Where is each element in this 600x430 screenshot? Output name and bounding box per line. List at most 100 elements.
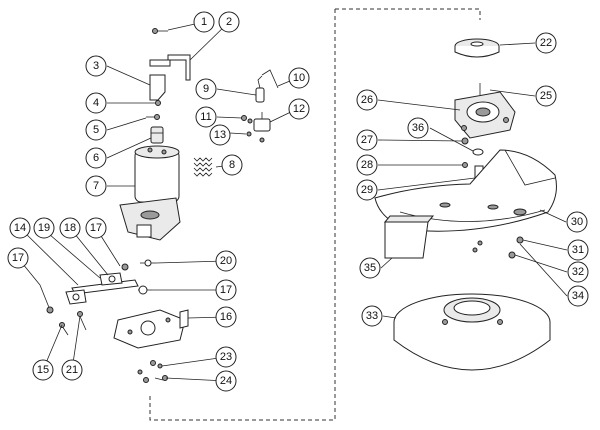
- callout-22: 22: [535, 32, 557, 54]
- callout-32-label: 32: [572, 266, 584, 278]
- callout-8: 8: [221, 154, 243, 176]
- callout-28-label: 28: [361, 159, 373, 171]
- part-nuts-23: [137, 360, 163, 375]
- callout-6: 6: [85, 147, 107, 169]
- callout-36: 36: [407, 117, 429, 139]
- part-washer-36: [472, 148, 484, 156]
- callout-13-label: 13: [214, 129, 226, 141]
- callout-17a: 17: [7, 247, 29, 269]
- callout-35: 35: [359, 257, 381, 279]
- callout-21-label: 21: [66, 364, 78, 376]
- callout-9: 9: [195, 78, 217, 100]
- callout-1: 1: [193, 11, 215, 33]
- part-impeller-26: [454, 91, 516, 139]
- callout-17a-label: 17: [12, 252, 24, 264]
- callout-26: 26: [356, 89, 378, 111]
- callout-19-label: 19: [38, 222, 50, 234]
- part-deflector-30: [374, 149, 557, 232]
- part-coupler-6: [150, 126, 164, 144]
- callout-27: 27: [356, 129, 378, 151]
- callout-15-label: 15: [37, 364, 49, 376]
- callout-22-label: 22: [540, 37, 552, 49]
- part-wire-10: [261, 69, 279, 89]
- callout-11-label: 11: [200, 111, 211, 123]
- part-screw-13: [246, 131, 265, 143]
- callout-34: 34: [567, 285, 589, 307]
- part-panel-35: [383, 215, 435, 259]
- part-nut-28: [462, 162, 468, 168]
- callout-17c-label: 17: [220, 284, 232, 296]
- callout-1-label: 1: [201, 16, 207, 28]
- callout-19: 19: [33, 217, 55, 239]
- callout-5: 5: [85, 119, 107, 141]
- callout-28: 28: [356, 154, 378, 176]
- callout-18-label: 18: [64, 222, 76, 234]
- callout-5-label: 5: [93, 124, 99, 136]
- callout-15: 15: [32, 359, 54, 381]
- callout-10: 10: [288, 67, 310, 89]
- part-bracket-2: [149, 54, 191, 81]
- callout-35-label: 35: [364, 262, 376, 274]
- callout-32: 32: [567, 261, 589, 283]
- callout-7-label: 7: [93, 180, 99, 192]
- part-bolt-17b: [121, 263, 129, 271]
- callout-27-label: 27: [361, 134, 373, 146]
- callout-2: 2: [218, 11, 240, 33]
- part-base-33: [393, 293, 551, 371]
- callout-16-label: 16: [220, 311, 232, 323]
- callout-10-label: 10: [293, 72, 305, 84]
- part-switch-9: [255, 75, 265, 103]
- callout-33: 33: [361, 305, 383, 327]
- callout-23: 23: [215, 346, 237, 368]
- callout-12-label: 12: [293, 103, 305, 115]
- part-screw-21: [77, 311, 87, 331]
- part-motor-7: [119, 145, 181, 241]
- callout-16: 16: [215, 306, 237, 328]
- part-washer-27: [461, 137, 469, 145]
- callout-20: 20: [215, 250, 237, 272]
- assembly-dashed-line: [149, 8, 481, 421]
- part-screws-24: [143, 375, 168, 383]
- callout-36-label: 36: [412, 122, 424, 134]
- part-plate-16: [113, 309, 189, 349]
- callout-33-label: 33: [366, 310, 378, 322]
- part-bolt-20: [140, 259, 156, 267]
- callout-9-label: 9: [203, 83, 209, 95]
- callout-34-label: 34: [572, 290, 584, 302]
- callout-24: 24: [215, 370, 237, 392]
- callout-14-label: 14: [14, 222, 26, 234]
- callout-17b: 17: [85, 217, 107, 239]
- callout-31: 31: [567, 239, 589, 261]
- callout-3-label: 3: [93, 60, 99, 72]
- callout-14: 14: [9, 217, 31, 239]
- part-screw-11: [241, 115, 253, 124]
- callout-25: 25: [535, 85, 557, 107]
- callout-29-label: 29: [361, 184, 373, 196]
- callout-25-label: 25: [540, 90, 552, 102]
- callout-17b-label: 17: [90, 222, 102, 234]
- callout-2-label: 2: [226, 16, 232, 28]
- callout-7: 7: [85, 175, 107, 197]
- callout-31-label: 31: [572, 244, 584, 256]
- callout-6-label: 6: [93, 152, 99, 164]
- part-bolt-17a: [39, 284, 54, 314]
- part-bracket-3: [149, 74, 166, 101]
- callout-11: 11: [195, 106, 217, 128]
- callout-20-label: 20: [220, 255, 232, 267]
- callout-24-label: 24: [220, 375, 232, 387]
- callout-8-label: 8: [229, 159, 235, 171]
- part-cap-22: [454, 38, 500, 58]
- part-screw-5: [146, 114, 160, 120]
- part-screw-1: [152, 28, 168, 34]
- callout-3: 3: [85, 55, 107, 77]
- callout-4: 4: [85, 92, 107, 114]
- callout-4-label: 4: [93, 97, 99, 109]
- part-spring-8: [193, 157, 213, 177]
- part-bolt-17c: [138, 285, 152, 295]
- callout-30: 30: [566, 211, 588, 233]
- part-linkage-14-18-19: [65, 272, 139, 305]
- part-sensor-12: [253, 112, 271, 132]
- callout-29: 29: [356, 179, 378, 201]
- callout-12: 12: [288, 98, 310, 120]
